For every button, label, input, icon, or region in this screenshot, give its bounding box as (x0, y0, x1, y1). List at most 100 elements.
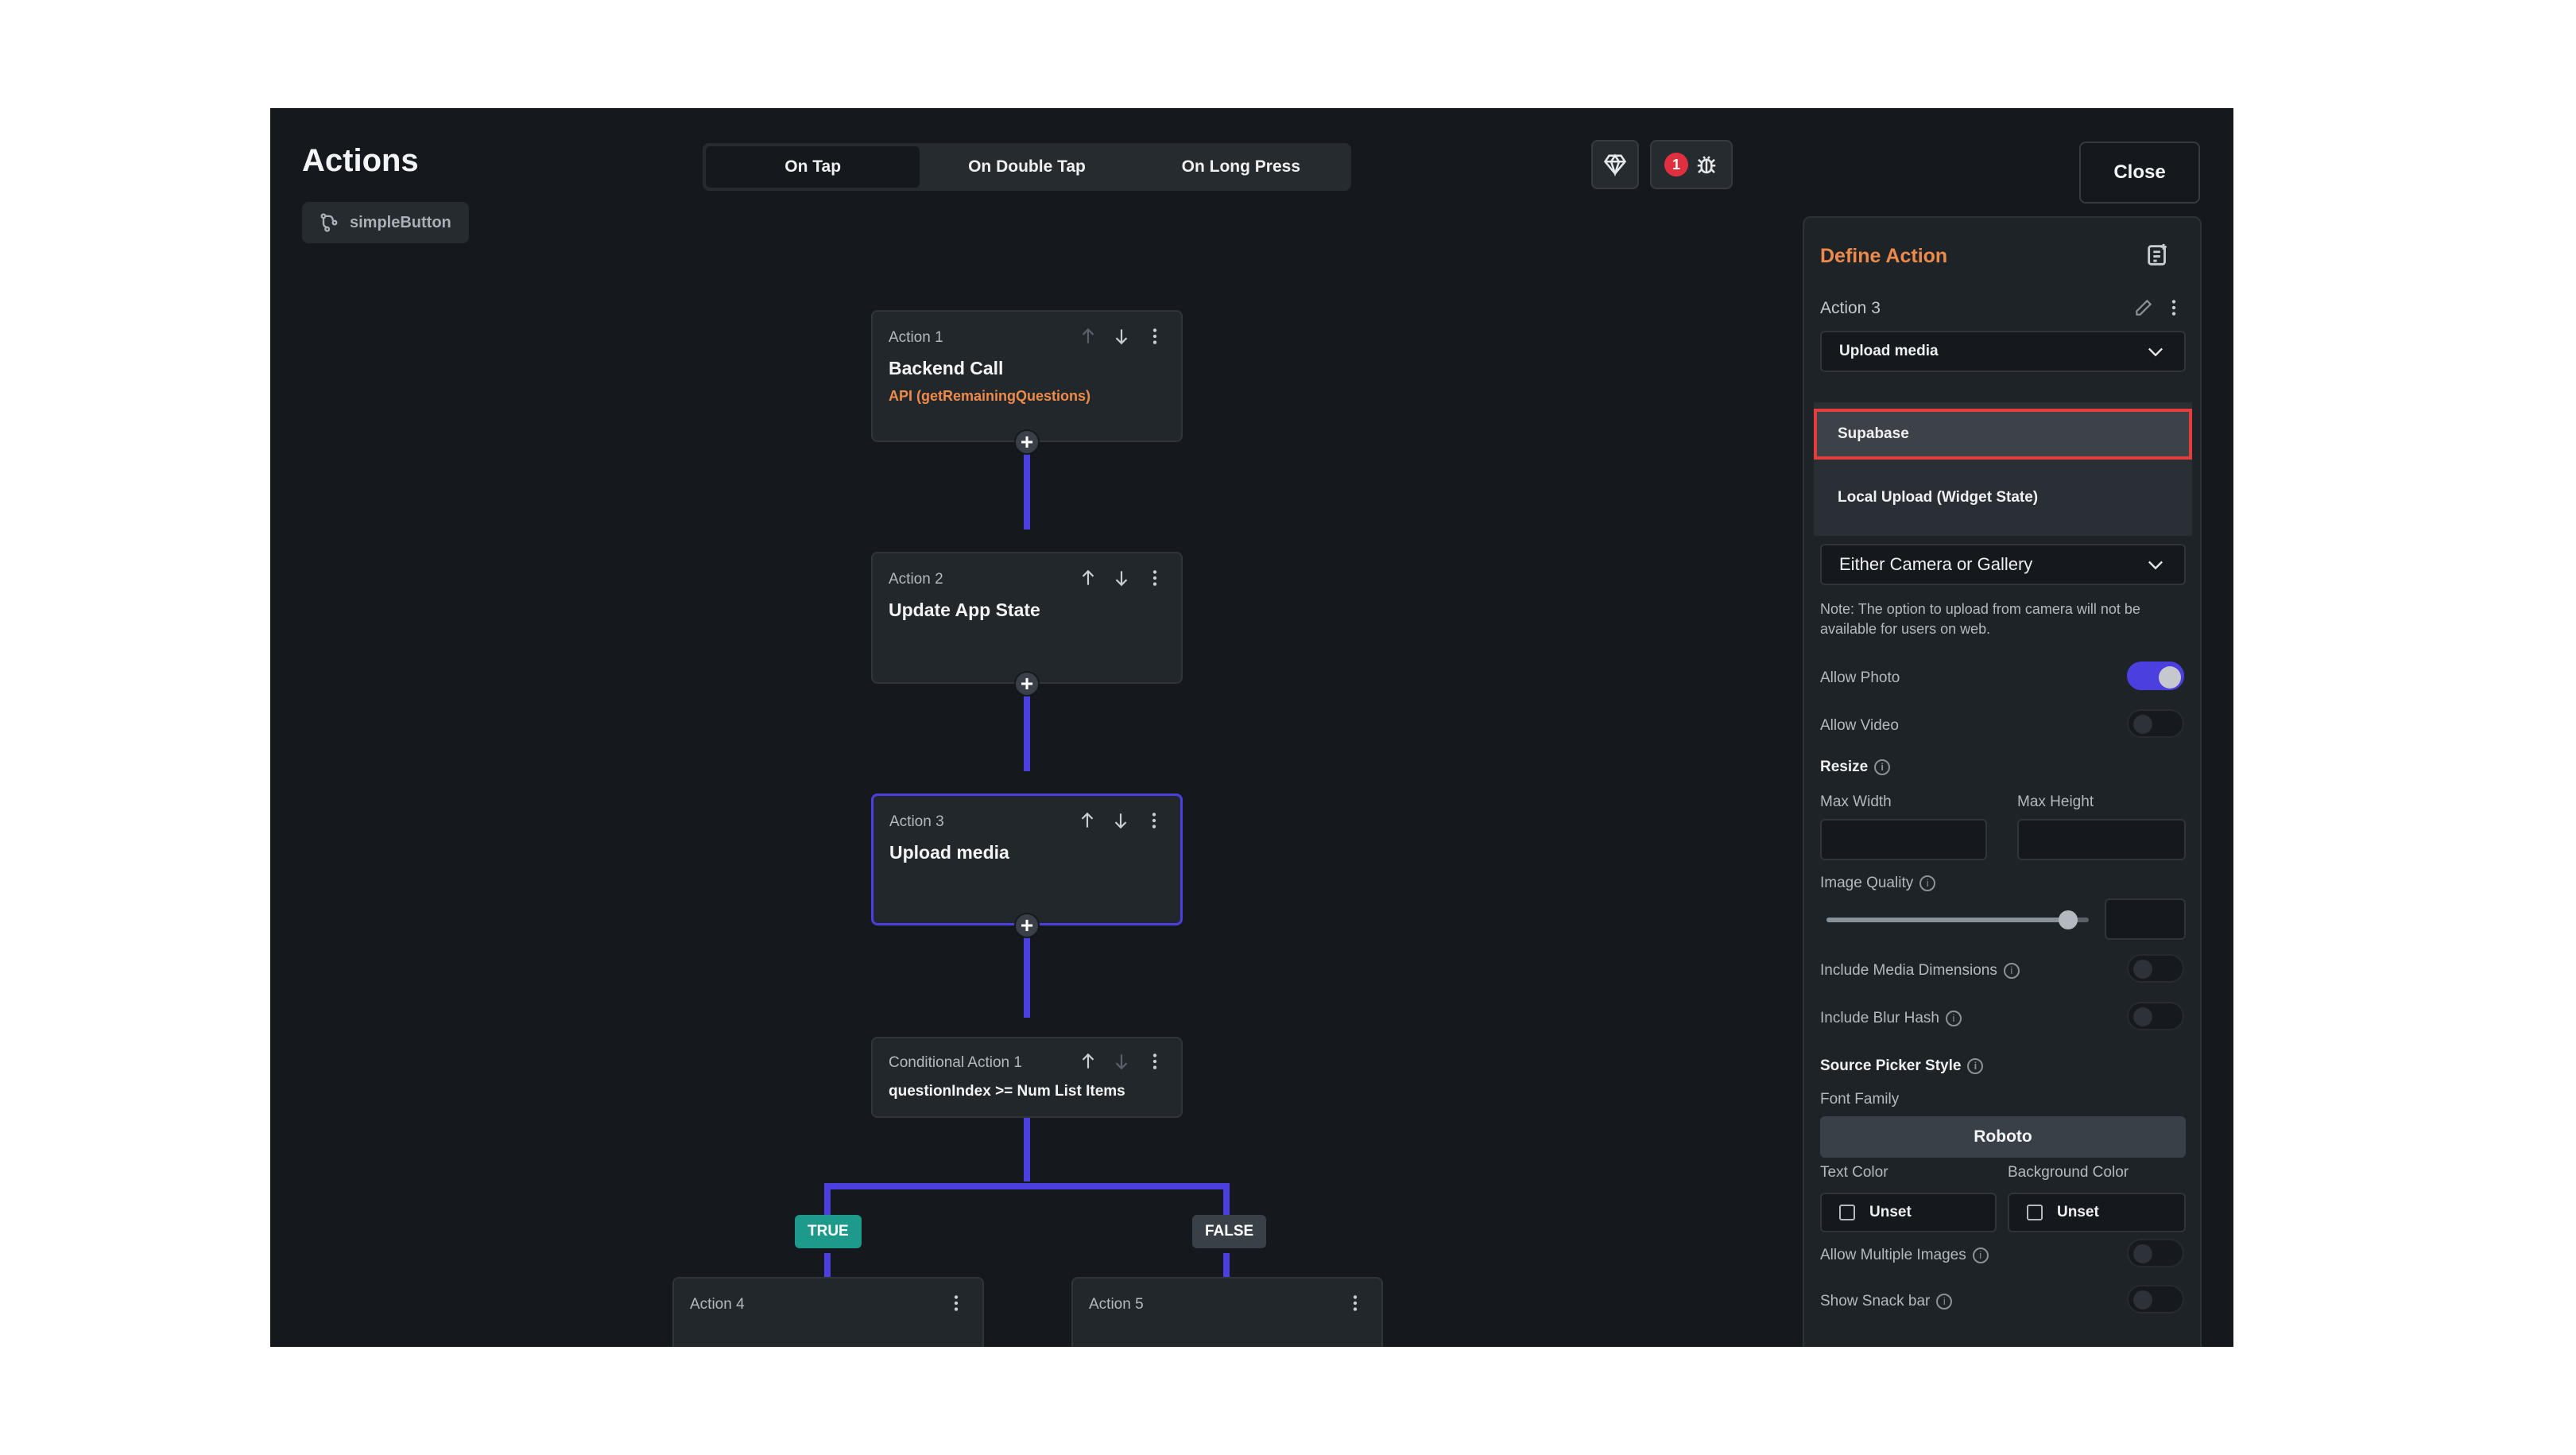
slider-thumb[interactable] (2058, 910, 2078, 929)
text-color-picker[interactable]: Unset (1820, 1193, 1997, 1232)
edit-icon[interactable] (2133, 297, 2154, 318)
tab-on-tap[interactable]: On Tap (706, 146, 920, 188)
include-blur-hash-toggle[interactable] (2127, 1002, 2184, 1030)
action-detail: API (getRemainingQuestions) (889, 388, 1091, 404)
branch-true-to-action4 (824, 1253, 831, 1288)
info-icon[interactable]: i (1967, 1057, 1984, 1074)
text-color-label: Text Color (1820, 1164, 1888, 1181)
close-button[interactable]: Close (2079, 142, 2200, 204)
add-action-button[interactable]: + (1014, 671, 1040, 696)
image-quality-slider[interactable] (1826, 910, 2089, 929)
background-color-picker[interactable]: Unset (2008, 1193, 2186, 1232)
action-node-2[interactable]: Action 2 Update App State (871, 552, 1183, 684)
info-icon[interactable]: i (1919, 875, 1936, 891)
connector-cond-branch (1024, 1118, 1030, 1181)
more-vertical-icon[interactable] (1345, 1293, 1365, 1313)
action-type-value: Upload media (1839, 343, 1939, 359)
more-vertical-icon[interactable] (1145, 1051, 1165, 1072)
conditional-node[interactable]: Conditional Action 1 questionIndex >= Nu… (871, 1037, 1183, 1118)
arrow-down-icon[interactable] (1111, 326, 1132, 347)
media-source-dropdown[interactable]: Either Camera or Gallery (1820, 544, 2186, 585)
tab-on-long-press[interactable]: On Long Press (1181, 157, 1300, 176)
info-icon[interactable]: i (1972, 1247, 1989, 1263)
arrow-up-icon[interactable] (1077, 810, 1098, 831)
action-index: Action 3 (889, 813, 944, 830)
add-action-button[interactable]: + (1014, 913, 1040, 938)
action-index: Action 4 (690, 1296, 745, 1313)
more-vertical-icon[interactable] (946, 1293, 966, 1313)
more-vertical-icon[interactable] (2163, 297, 2184, 318)
ai-assist-button[interactable] (1591, 140, 1639, 189)
image-quality-section: Image Quality i (1820, 875, 1936, 892)
branch-false-to-action5 (1223, 1253, 1230, 1288)
arrow-down-icon[interactable] (1111, 1051, 1132, 1072)
upload-type-menu: Supabase Local Upload (Widget State) (1814, 402, 2192, 536)
font-family-button[interactable]: Roboto (1820, 1116, 2186, 1158)
connector-1-2 (1024, 442, 1030, 530)
action-title: Update App State (889, 599, 1040, 620)
action-type-dropdown[interactable]: Upload media (1820, 331, 2186, 372)
widget-chip[interactable]: simpleButton (302, 202, 469, 243)
action-index: Action 2 (889, 571, 943, 588)
max-height-input[interactable] (2017, 819, 2186, 860)
more-vertical-icon[interactable] (1145, 326, 1165, 347)
arrow-up-icon[interactable] (1078, 1051, 1098, 1072)
action-name: Action 3 (1820, 299, 1881, 317)
image-quality-label: Image Quality (1820, 875, 1914, 891)
action-node-1[interactable]: Action 1 Backend Call API (getRemainingQ… (871, 310, 1183, 442)
more-vertical-icon[interactable] (1144, 810, 1164, 831)
menu-item-supabase[interactable]: Supabase (1814, 409, 2192, 460)
info-icon[interactable]: i (1945, 1010, 1962, 1026)
error-count-badge: 1 (1664, 153, 1688, 177)
camera-note: Note: The option to upload from camera w… (1820, 601, 2140, 637)
diamond-icon (1603, 153, 1627, 177)
add-action-button[interactable]: + (1014, 429, 1040, 455)
max-height-label: Max Height (2017, 793, 2094, 810)
tab-on-double-tap[interactable]: On Double Tap (968, 157, 1086, 176)
action-node-3[interactable]: Action 3 Upload media (871, 793, 1183, 925)
arrow-up-icon[interactable] (1078, 326, 1098, 347)
widget-tree-icon (320, 213, 338, 232)
action-index: Action 1 (889, 329, 943, 346)
info-icon[interactable]: i (1936, 1293, 1953, 1310)
include-media-dimensions-toggle[interactable] (2127, 954, 2184, 983)
allow-video-toggle[interactable] (2127, 709, 2184, 738)
debug-button[interactable]: 1 (1650, 140, 1733, 189)
show-snack-bar-toggle[interactable] (2127, 1285, 2184, 1313)
allow-multiple-images-toggle[interactable] (2127, 1239, 2184, 1267)
false-branch-label: FALSE (1192, 1215, 1267, 1248)
info-icon[interactable]: i (1874, 759, 1891, 775)
allow-photo-toggle[interactable] (2127, 662, 2184, 690)
bug-icon (1697, 156, 1716, 174)
actions-dialog: Actions simpleButton On Tap On Double Ta… (270, 108, 2233, 1347)
allow-multiple-images-label: Allow Multiple Images (1820, 1247, 1966, 1263)
arrow-down-icon[interactable] (1111, 568, 1132, 588)
notes-icon[interactable] (2144, 242, 2171, 269)
condition-expression: questionIndex >= Num List Items (889, 1083, 1125, 1100)
info-icon[interactable]: i (2003, 962, 2020, 979)
action-node-5[interactable]: Action 5 (1071, 1277, 1383, 1347)
source-picker-style-label: Source Picker Style (1820, 1057, 1962, 1074)
action-index: Action 5 (1089, 1296, 1144, 1313)
show-snack-bar-section: Show Snack bar i (1820, 1293, 1953, 1310)
menu-item-local-upload[interactable]: Local Upload (Widget State) (1838, 489, 2039, 506)
action-index: Conditional Action 1 (889, 1054, 1022, 1071)
more-vertical-icon[interactable] (1145, 568, 1165, 588)
show-snack-bar-label: Show Snack bar (1820, 1293, 1931, 1310)
image-quality-input[interactable] (2105, 898, 2186, 940)
allow-photo-label: Allow Photo (1820, 669, 1900, 686)
trigger-tabs: On Tap On Double Tap On Long Press (703, 143, 1351, 191)
allow-video-label: Allow Video (1820, 717, 1899, 734)
max-width-input[interactable] (1820, 819, 1987, 860)
resize-label: Resize (1820, 759, 1869, 775)
font-family-label: Font Family (1820, 1091, 1900, 1108)
panel-title: Define Action (1820, 245, 1948, 267)
action-node-4[interactable]: Action 4 (672, 1277, 984, 1347)
text-color-value: Unset (1869, 1204, 1912, 1220)
action-title: Upload media (889, 842, 1009, 863)
arrow-down-icon[interactable] (1110, 810, 1131, 831)
arrow-up-icon[interactable] (1078, 568, 1098, 588)
